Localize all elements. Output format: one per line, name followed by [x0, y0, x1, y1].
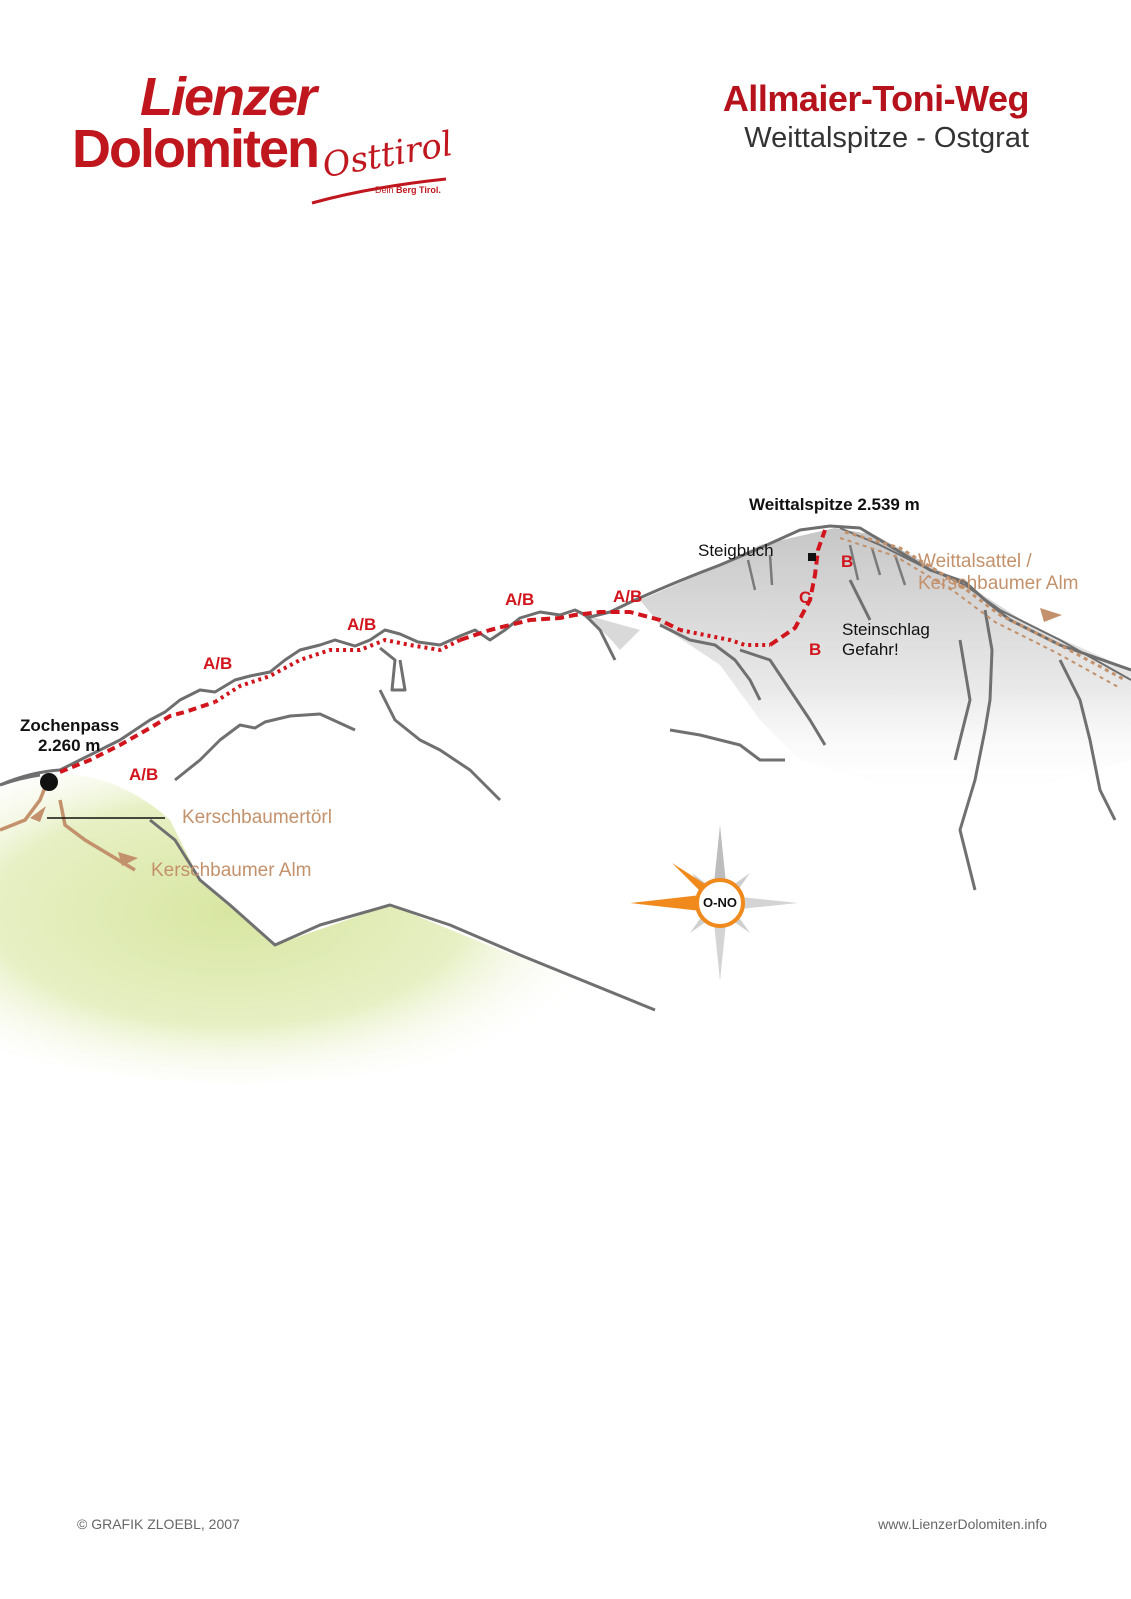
start-alt-label: 2.260 m [38, 736, 101, 755]
compass-rose-icon [630, 825, 798, 981]
descent-label-line1: Weittalsattel / [918, 551, 1032, 572]
alm-label: Kerschbaumer Alm [151, 860, 312, 881]
grade-label: A/B [613, 587, 643, 606]
page-title: Allmaier-Toni-Weg [722, 78, 1030, 119]
credit-text: © GRAFIK ZLOEBL, 2007 [77, 1516, 240, 1532]
arrow-torl-icon [30, 806, 46, 822]
hazard-label-line2: Gefahr! [842, 640, 899, 659]
summit-gullies [746, 544, 907, 591]
logo-claim: Dein Berg Tirol. [375, 185, 441, 195]
grade-label: A/B [203, 654, 233, 673]
descent-trail [844, 530, 1126, 682]
compass-direction-label: O-NO [703, 895, 737, 910]
website-link[interactable]: www.LienzerDolomiten.info [878, 1516, 1047, 1532]
grade-label: B [809, 640, 822, 659]
page-subtitle: Weittalspitze - Ostgrat [744, 122, 1029, 154]
grade-label: A/B [347, 615, 377, 634]
climbing-route [59, 529, 827, 774]
torl-label: Kerschbaumertörl [182, 807, 332, 828]
start-point-marker [40, 773, 58, 791]
arrow-alm-icon [118, 852, 138, 866]
rock-contours [0, 579, 1117, 1012]
steigbuch-icon [808, 553, 816, 561]
logo-swoosh-icon [311, 177, 447, 205]
start-name-label: Zochenpass [20, 716, 120, 735]
summit-label: Weittalspitze 2.539 m [749, 495, 920, 514]
descent-label-line2: Kerschbaumer Alm [918, 573, 1079, 594]
grade-label: A/B [505, 590, 535, 609]
ridgeline [0, 524, 1131, 787]
descent-ridge [839, 527, 1131, 681]
rock-shade-summit [640, 528, 1131, 800]
grade-label: B [841, 552, 854, 571]
arrow-descent-icon [1040, 608, 1062, 622]
logo-line1: Lienzer [140, 67, 317, 127]
hazard-label-line1: Steinschlag [842, 620, 930, 639]
logo-line2: Dolomiten [72, 119, 320, 179]
grade-label: C [799, 588, 812, 607]
steigbuch-label: Steigbuch [698, 541, 774, 560]
grade-label: A/B [129, 765, 159, 784]
meadow-area [0, 771, 655, 1085]
